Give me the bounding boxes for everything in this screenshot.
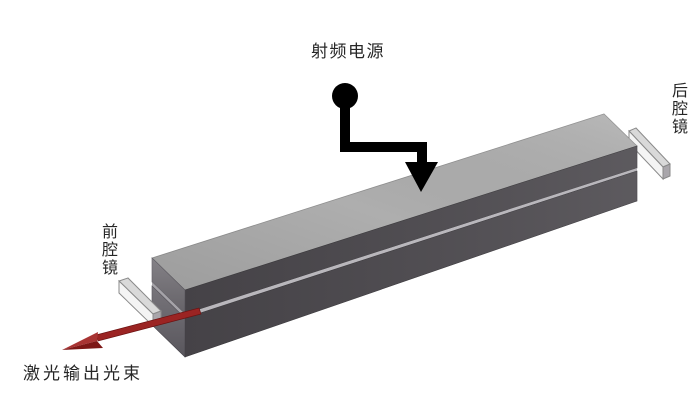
rear-mirror-label: 后腔镜 [669, 82, 686, 136]
output-beam-label: 激光输出光束 [23, 364, 143, 383]
discharge-gap-end [152, 282, 185, 318]
beam-shaft [95, 307, 202, 342]
beam-arrowhead-upper [62, 332, 98, 350]
laser-beam-arrow-icon [62, 307, 202, 350]
body-top-face-shading [152, 114, 637, 290]
beam-arrowhead-lower [62, 341, 103, 350]
rf-power-label: 射频电源 [311, 42, 385, 61]
rf-feed-arrowhead [405, 162, 438, 192]
rear-mirror-block [628, 127, 671, 181]
rf-feed-terminal-dot [332, 83, 358, 109]
lower-electrode-front-shading [185, 171, 637, 357]
discharge-gap-front [185, 168, 637, 318]
rear-mirror-end-face [662, 163, 671, 180]
upper-electrode-front-shading [185, 146, 637, 314]
upper-electrode-end-shading [152, 258, 185, 314]
rf-feed-elbow-line [340, 103, 427, 166]
front-mirror-label: 前腔镜 [99, 223, 116, 277]
rf-feed-arrow-icon [332, 83, 438, 192]
